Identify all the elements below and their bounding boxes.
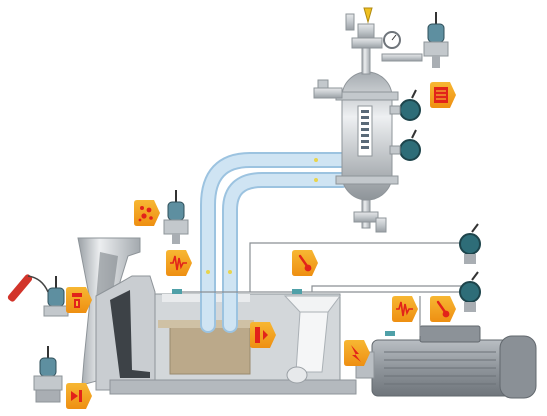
tank-top-piping bbox=[345, 7, 423, 75]
motor-temperature-alert-icon[interactable] bbox=[430, 296, 456, 322]
flow-alert-icon[interactable] bbox=[66, 383, 92, 409]
transmitter-pump-top bbox=[163, 190, 189, 244]
transmitter-right-lower bbox=[459, 271, 481, 312]
motor-vibration-alert-icon[interactable] bbox=[392, 296, 418, 322]
signal-connectors bbox=[172, 289, 395, 336]
leak-alert-icon[interactable] bbox=[250, 322, 276, 348]
electric-motor bbox=[355, 325, 537, 399]
process-pipes bbox=[200, 152, 350, 333]
transmitter-tank-lower bbox=[389, 129, 421, 161]
temperature-alert-icon[interactable] bbox=[292, 250, 318, 276]
pump-casing-body bbox=[95, 275, 156, 391]
transmitter-top bbox=[423, 12, 449, 68]
gas-alert-icon[interactable] bbox=[66, 287, 92, 313]
vibration-alert-icon[interactable] bbox=[166, 250, 192, 276]
level-alert-icon[interactable] bbox=[430, 82, 456, 108]
seal-pot-tank bbox=[335, 71, 399, 201]
tank-side-valve bbox=[313, 79, 343, 99]
transmitter-tank-upper bbox=[389, 89, 421, 121]
transmitter-bottom-left bbox=[33, 346, 63, 403]
electrical-alert-icon[interactable] bbox=[344, 340, 370, 366]
corrosion-alert-icon[interactable] bbox=[134, 200, 160, 226]
transmitter-pump-left bbox=[43, 276, 69, 317]
pump-base bbox=[109, 366, 357, 395]
handheld-probe-icon bbox=[7, 274, 49, 302]
transmitter-right-upper bbox=[459, 223, 481, 264]
tank-bottom-drain bbox=[353, 199, 387, 233]
